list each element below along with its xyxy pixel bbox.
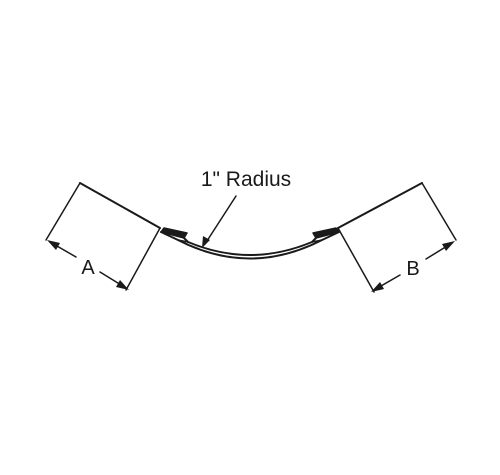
dimension-a-arrowhead-right (116, 280, 129, 290)
dimension-b-extension-bottom (337, 227, 375, 293)
dimension-a-extension-top (45, 182, 81, 241)
dimension-b-arrowhead-right (442, 241, 455, 251)
right-step (311, 239, 323, 243)
radius-leader-line (204, 195, 237, 245)
dimension-a-extension-bottom (125, 227, 161, 291)
right-panel-line (337, 182, 423, 229)
radius-leader-arrowhead (202, 236, 210, 248)
dimension-a-arrowhead-left (47, 240, 60, 250)
left-step (177, 239, 189, 243)
left-panel-line (79, 182, 161, 229)
radius-curve-inner (183, 237, 317, 256)
dimension-a-label: A (81, 257, 95, 279)
dimension-b-arrowhead-left (371, 282, 384, 292)
radius-curve-outer (160, 231, 340, 260)
radius-callout-label: 1" Radius (201, 168, 291, 191)
dimension-b-label: B (406, 258, 419, 280)
dimension-b-extension-top (421, 182, 457, 241)
